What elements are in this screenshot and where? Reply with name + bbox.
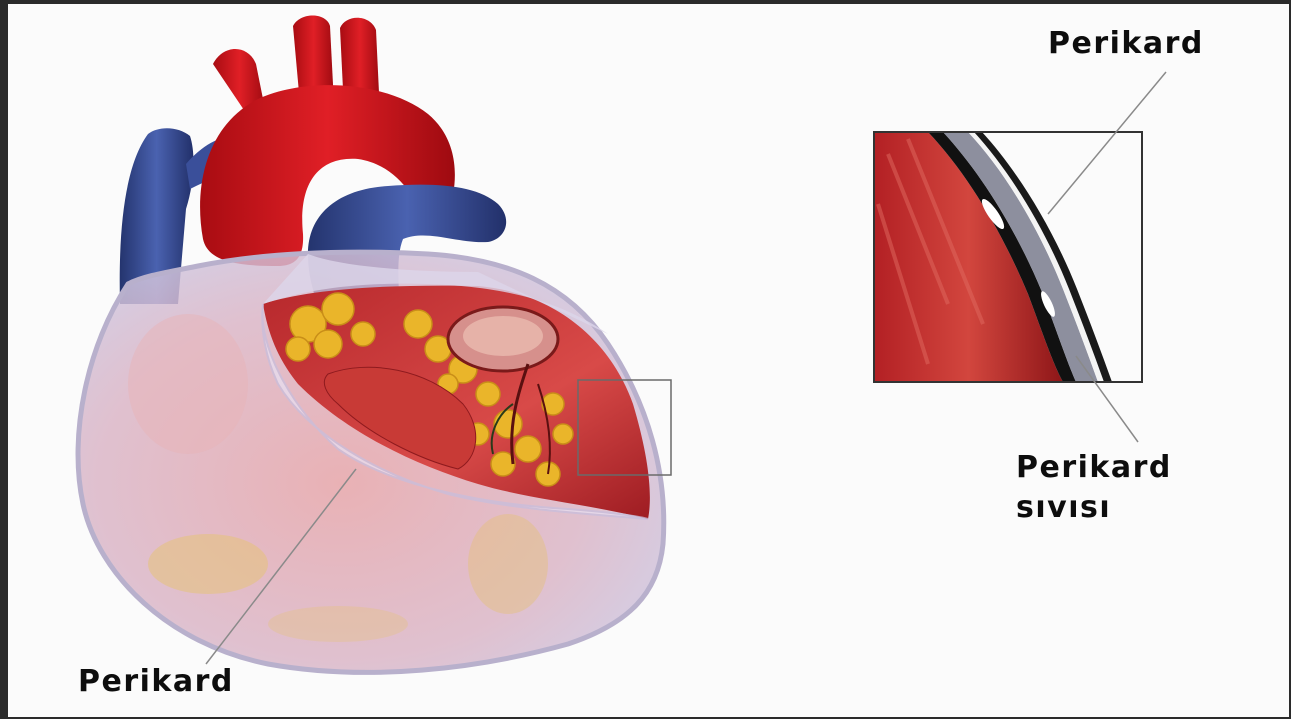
heart-illustration — [8, 4, 1289, 717]
pericardium-label-bottom: Perikard — [78, 664, 234, 699]
pericardial-fluid-label: Perikard sıvısı — [1016, 448, 1172, 528]
inset-magnified-view — [874, 132, 1142, 382]
pericardial-fluid-label-line1: Perikard — [1016, 448, 1172, 488]
pericardial-fluid-label-line2: sıvısı — [1016, 488, 1172, 528]
diagram-canvas: Perikard Perikard sıvısı Perikard — [8, 4, 1289, 717]
pericardium-label-top: Perikard — [1048, 26, 1204, 61]
